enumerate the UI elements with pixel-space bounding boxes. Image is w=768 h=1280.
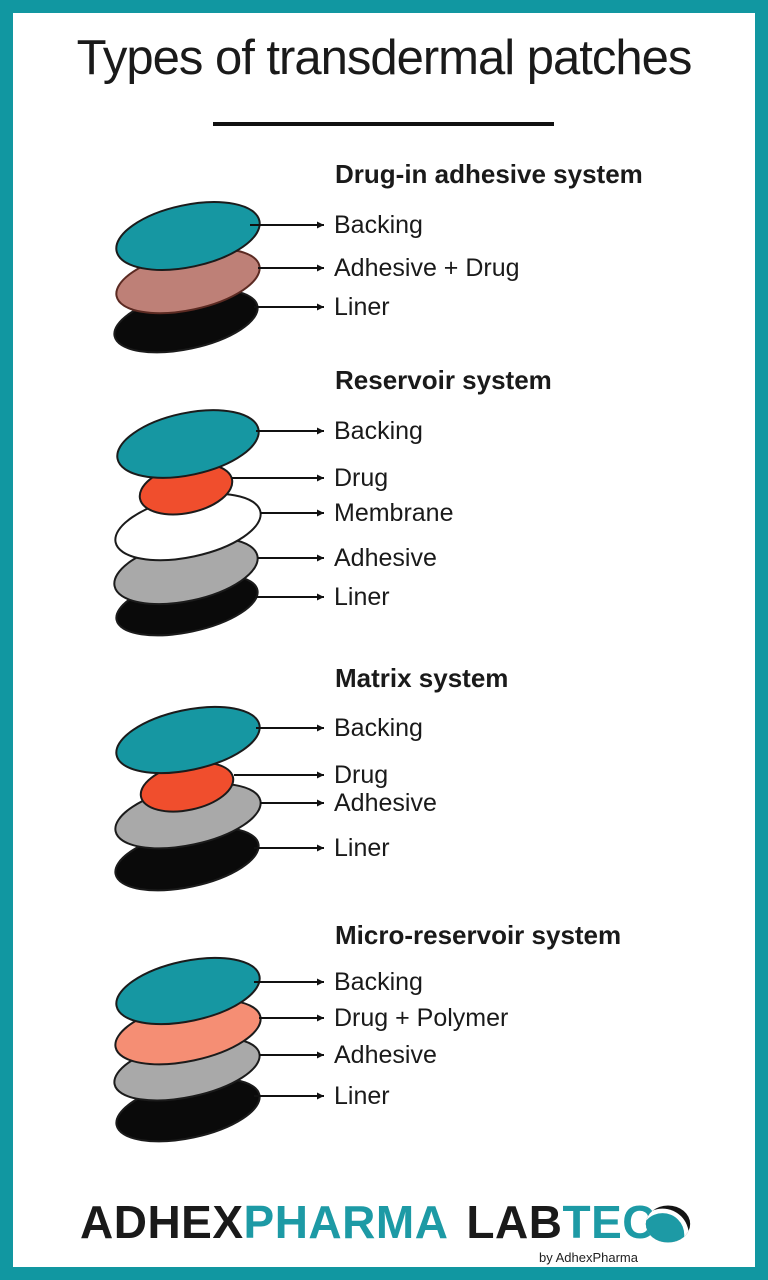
layer-label-drug-polymer: Drug + Polymer [334,1004,509,1032]
layer-label-backing: Backing [334,714,423,742]
layer-label-backing: Backing [334,211,423,239]
brand-lab: LAB [466,1196,563,1248]
brand-byline: by AdhexPharma [538,1250,638,1265]
layer-label-adhesive: Adhesive [334,1041,437,1069]
layer-backing-ellipse [115,201,261,271]
layer-label-adhesive: Adhesive [334,544,437,572]
layer-label-backing: Backing [334,968,423,996]
drug-in-adhesive-stack [113,201,324,354]
layer-label-drug: Drug [334,464,389,492]
layer-label-liner: Liner [334,834,390,862]
layer-label-drug: Drug [334,761,389,789]
layer-backing-ellipse [115,705,261,775]
layer-backing-ellipse [116,409,260,479]
layer-label-backing: Backing [334,417,423,445]
section-title-micro-reservoir: Micro-reservoir system [335,920,622,950]
icon-teal-body [645,1213,685,1243]
micro-reservoir-stack [113,956,324,1143]
layer-backing-ellipse [115,956,261,1026]
layer-label-adhesive: Adhesive [334,789,437,817]
section-title-drug-in-adhesive: Drug-in adhesive system [335,159,643,189]
brand-adhex: ADHEX [80,1196,244,1248]
layer-label-membrane: Membrane [334,499,454,527]
section-title-matrix: Matrix system [335,663,509,693]
layer-label-liner: Liner [334,583,390,611]
reservoir-stack [113,409,324,637]
page-title: Types of transdermal patches [76,31,693,85]
title-underline [213,122,554,126]
layer-label-liner: Liner [334,293,390,321]
layer-label-liner: Liner [334,1082,390,1110]
brand-tec: TEC [562,1196,656,1248]
brand-logo-icon [645,1205,691,1243]
brand-logotype: ADHEXPHARMA LABTEC [80,1199,656,1245]
layer-label-adhesive-drug: Adhesive + Drug [334,254,520,282]
brand-pharma: PHARMA [243,1196,449,1248]
matrix-stack [114,705,324,892]
section-title-reservoir: Reservoir system [335,365,552,395]
